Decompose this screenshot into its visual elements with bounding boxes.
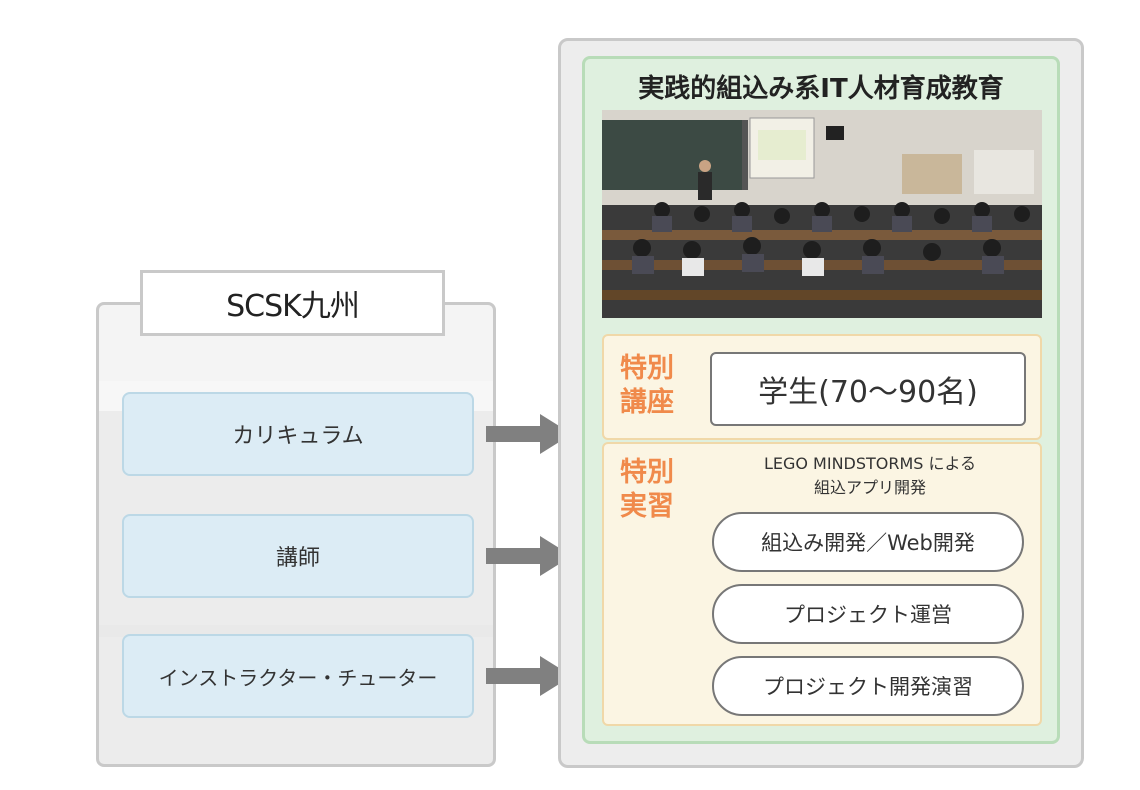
- classroom-photo: [602, 110, 1042, 318]
- special-practice-label-line1: 特別: [620, 457, 674, 488]
- project-management-pill: プロジェクト運営: [712, 584, 1024, 644]
- right-arrow-icon: [486, 414, 572, 454]
- students-box: 学生(70～90名): [710, 352, 1026, 426]
- lego-caption-line1: LEGO MINDSTORMS による: [763, 454, 977, 473]
- scsk-title: SCSK九州: [140, 270, 445, 336]
- right-arrow-icon: [486, 536, 572, 576]
- project-dev-exercise-pill: プロジェクト開発演習: [712, 656, 1024, 716]
- education-title: 実践的組込み系IT人材育成教育: [638, 73, 1004, 104]
- special-lecture-label-line2: 講座: [620, 387, 674, 418]
- lego-caption: LEGO MINDSTORMS による 組込アプリ開発: [700, 452, 1040, 502]
- instructor-box: 講師: [122, 514, 474, 598]
- right-arrow-icon: [486, 656, 572, 696]
- tutor-box: インストラクター・チューター: [122, 634, 474, 718]
- special-practice-label-line2: 実習: [620, 491, 674, 522]
- special-practice-label: 特別 実習: [620, 456, 684, 524]
- curriculum-box: カリキュラム: [122, 392, 474, 476]
- special-lecture-label-line1: 特別: [620, 353, 674, 384]
- lego-caption-line2: 組込アプリ開発: [813, 478, 926, 497]
- special-lecture-label: 特別 講座: [620, 352, 684, 420]
- embedded-web-dev-pill: 組込み開発／Web開発: [712, 512, 1024, 572]
